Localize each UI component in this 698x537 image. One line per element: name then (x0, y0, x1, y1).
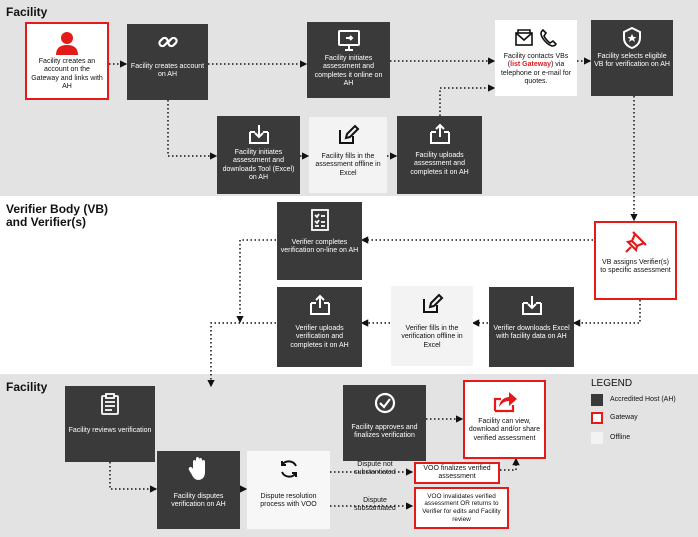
list-gateway-link[interactable]: list Gateway (510, 61, 551, 69)
voo-finalizes-text: VOO finalizes verified assessment (423, 464, 491, 480)
verifier-upload-text: Verifier uploads verification and comple… (290, 325, 349, 349)
voo-invalidates-text: VOO invalidates verified assessment OR r… (422, 492, 501, 523)
facility-reviews-box: Facility reviews verification (65, 386, 155, 462)
section-title-verifier: Verifier Body (VB) and Verifier(s) (6, 202, 109, 229)
clipboard-icon (95, 389, 125, 419)
vb-assigns-box: VB assigns Verifier(s) to specific asses… (594, 221, 677, 300)
facility-reviews-text: Facility reviews verification (68, 427, 152, 434)
facility-disputes-text: Facility disputes verification on AH (171, 493, 226, 509)
facility-approves-box: Facility approves and finalizes verifica… (343, 385, 426, 461)
initiate-download-text: Facility initiates assessment and downlo… (222, 149, 295, 182)
share-arrow-icon (490, 386, 520, 416)
facility-view-box: Facility can view, download and/or share… (463, 380, 546, 459)
shield-badge-icon (617, 23, 647, 53)
section-title-facility-bottom: Facility (6, 380, 48, 394)
voo-finalizes-box: VOO finalizes verified assessment (414, 462, 500, 484)
contact-vbs-box: Facility contacts VBs (list Gateway) via… (495, 20, 577, 96)
verifier-upload-box: Verifier uploads verification and comple… (277, 287, 362, 367)
verifier-online-box: Verifier completes verification on-line … (277, 202, 362, 280)
create-account-ah-box: Facility creates account on AH (127, 24, 208, 100)
verifier-online-text: Verifier completes verification on-line … (280, 239, 359, 255)
legend-title: LEGEND (591, 378, 633, 389)
dispute-not-substantiated-label: Dispute not substantiated (354, 461, 396, 476)
fill-offline-box: Facility fills in the assessment offline… (309, 117, 387, 193)
link-icon (153, 27, 183, 57)
initiate-download-box: Facility initiates assessment and downlo… (217, 116, 300, 194)
pencil-square-icon (417, 289, 447, 319)
contact-vbs-text-pre: Facility contacts VBs ( (503, 53, 569, 69)
legend-label-offline: Offline (610, 434, 631, 441)
legend-swatch-gateway (591, 412, 603, 424)
select-vb-box: Facility selects eligible VB for verific… (591, 20, 673, 96)
verifier-download-box: Verifier downloads Excel with facility d… (489, 287, 574, 367)
voo-invalidates-box: VOO invalidates verified assessment OR r… (414, 487, 509, 529)
fill-offline-text: Facility fills in the assessment offline… (315, 153, 381, 177)
create-account-ah-text: Facility creates account on AH (130, 63, 205, 79)
upload-assessment-text: Facility uploads assessment and complete… (410, 152, 469, 176)
monitor-icon (334, 25, 364, 55)
download-box-icon (517, 290, 547, 320)
create-account-gateway-box: Facility creates an account on the Gatew… (25, 22, 109, 100)
upload-box-icon (425, 119, 455, 149)
verifier-fill-offline-box: Verifier fills in the verification offli… (391, 286, 473, 366)
initiate-online-box: Facility initiates assessment and comple… (307, 22, 390, 98)
mail-phone-icon (511, 23, 561, 53)
hand-stop-icon (184, 454, 214, 484)
initiate-online-text: Facility initiates assessment and comple… (314, 55, 383, 88)
verifier-fill-offline-text: Verifier fills in the verification offli… (401, 325, 463, 349)
check-circle-icon (370, 388, 400, 418)
vb-assigns-text: VB assigns Verifier(s) to specific asses… (600, 259, 671, 275)
user-icon (52, 28, 82, 58)
create-account-gateway-text: Facility creates an account on the Gatew… (31, 58, 103, 91)
facility-view-text: Facility can view, download and/or share… (468, 418, 541, 442)
upload-box-icon (305, 290, 335, 320)
download-box-icon (244, 119, 274, 149)
contact-vbs-text-post: ) via telephone or e-mail for quotes. (500, 61, 572, 86)
dispute-process-text: Dispute resolution process with VOO (260, 493, 317, 509)
section-title-facility-top: Facility (6, 5, 48, 19)
facility-disputes-box: Facility disputes verification on AH (157, 451, 240, 529)
upload-assessment-box: Facility uploads assessment and complete… (397, 116, 482, 194)
legend-label-ah: Accredited Host (AH) (610, 396, 676, 403)
legend-swatch-offline (591, 432, 603, 444)
checklist-icon (305, 205, 335, 235)
dispute-substantiated-label: Dispute substantiated (354, 497, 396, 512)
pencil-square-icon (333, 120, 363, 150)
legend-label-gateway: Gateway (610, 414, 638, 421)
pushpin-icon (621, 227, 651, 257)
legend-swatch-ah (591, 394, 603, 406)
refresh-cycle-icon (274, 454, 304, 484)
facility-approves-text: Facility approves and finalizes verifica… (351, 424, 418, 440)
select-vb-text: Facility selects eligible VB for verific… (594, 53, 670, 69)
verifier-download-text: Verifier downloads Excel with facility d… (493, 325, 570, 341)
dispute-process-box: Dispute resolution process with VOO (247, 451, 330, 529)
contact-vbs-text: Facility contacts VBs (list Gateway) via… (498, 53, 574, 87)
